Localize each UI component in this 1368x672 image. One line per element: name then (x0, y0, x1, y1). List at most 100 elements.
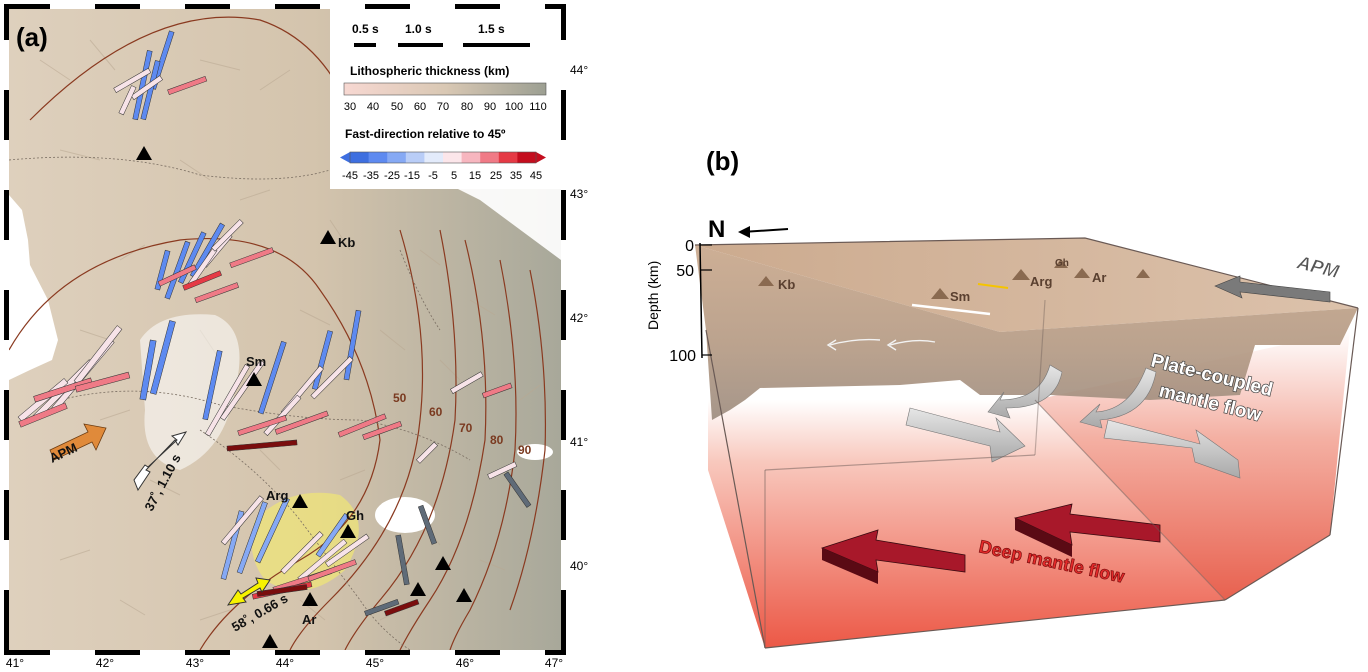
volcano-icon (136, 146, 152, 160)
svg-text:41°: 41° (6, 656, 24, 670)
panel-b-volcanoes (758, 259, 1150, 299)
b-apm-label: APM (1294, 252, 1342, 283)
depth-tick-0: 0 (685, 238, 694, 255)
contour-label-50: 50 (393, 391, 407, 405)
volcano-icon (435, 556, 451, 570)
fastdir-bar-segment (387, 152, 407, 163)
fastdir-bar-segment (368, 152, 388, 163)
svg-text:50: 50 (391, 101, 403, 113)
splitting-bars (17, 30, 532, 617)
litho-legend-title: Lithospheric thickness (km) (350, 64, 509, 78)
svg-text:40°: 40° (570, 559, 588, 573)
fastdir-bar-segment (517, 152, 537, 163)
volcano-icon (246, 372, 262, 386)
volcano-icon (262, 634, 278, 648)
volcano-icon (456, 588, 472, 602)
contour-label-60: 60 (429, 405, 443, 419)
svg-text:41°: 41° (570, 435, 588, 449)
svg-text:42°: 42° (96, 656, 114, 670)
svg-text:47°: 47° (545, 656, 563, 670)
north-arrow-icon (738, 226, 789, 238)
surface-white-line (911, 303, 991, 316)
volcano-icon (320, 230, 336, 244)
volcano-icon (931, 288, 949, 299)
svg-text:90: 90 (484, 101, 496, 113)
volcano-icon (292, 494, 308, 508)
scale-label-05: 0.5 s (352, 22, 379, 36)
svg-text:44°: 44° (276, 656, 294, 670)
block-edges (694, 237, 1359, 649)
svg-text:44°: 44° (570, 63, 588, 77)
volcano-label-ar: Ar (302, 612, 316, 627)
panel-b-label: (b) (706, 146, 739, 176)
svg-text:35: 35 (510, 170, 522, 182)
svg-text:5: 5 (451, 170, 457, 182)
svg-text:60: 60 (414, 101, 426, 113)
contour-label-80: 80 (490, 433, 504, 447)
fastdir-bar-segment (498, 152, 518, 163)
fastdir-bar-right-cap (536, 152, 546, 163)
svg-text:45°: 45° (366, 656, 384, 670)
surface-yellow-line (977, 283, 1009, 289)
volcano-icon (1054, 259, 1068, 268)
scale-bars: 0.5 s 1.0 s 1.5 s (352, 22, 530, 47)
volcano-icon (302, 592, 318, 606)
white-double-arrow (133, 431, 188, 492)
volcano-label-gh: Gh (346, 508, 364, 523)
svg-text:43°: 43° (570, 187, 588, 201)
depth-tick-100: 100 (669, 348, 696, 365)
volcano-icon (1074, 268, 1090, 278)
b-volcano-label-gh: Gh (1055, 258, 1069, 269)
panel-a-label: (a) (16, 22, 48, 52)
svg-text:43°: 43° (186, 656, 204, 670)
fastdir-bar-segment (350, 152, 370, 163)
volcano-label-kb: Kb (338, 235, 355, 250)
scale-label-10: 1.0 s (405, 22, 432, 36)
volcano-label-sm: Sm (246, 354, 266, 369)
litho-colorbar (343, 82, 547, 96)
svg-text:-45: -45 (342, 170, 358, 182)
b-volcano-label-kb: Kb (778, 277, 795, 292)
north-label: N (708, 216, 725, 243)
volcano-icon (410, 582, 426, 596)
panel-b: (b) N (645, 146, 1359, 649)
svg-text:40: 40 (367, 101, 379, 113)
volcano-icon (758, 276, 774, 286)
svg-text:-25: -25 (384, 170, 400, 182)
plate-coupled-arrows (905, 364, 1241, 479)
depth-ticks (700, 244, 712, 356)
svg-text:15: 15 (469, 170, 481, 182)
contour-label-90: 90 (518, 443, 532, 457)
contour-label-70: 70 (459, 421, 473, 435)
svg-text:-5: -5 (428, 170, 438, 182)
volcano-label-arg: Arg (266, 488, 288, 503)
depth-axis-line (699, 242, 703, 359)
b-volcano-label-arg: Arg (1030, 274, 1052, 289)
volcano-icon (340, 524, 356, 538)
litho-ticks: 30 40 50 60 70 80 90 100 110 (344, 101, 547, 113)
svg-text:80: 80 (461, 101, 473, 113)
svg-text:-15: -15 (404, 170, 420, 182)
fastdir-bar-segment (443, 152, 463, 163)
lithosphere-flow-arrows (826, 338, 936, 351)
svg-text:45: 45 (530, 170, 542, 182)
map-frame-ticks (4, 4, 566, 655)
volcano-icon (1136, 269, 1150, 278)
volcano-markers (136, 146, 472, 648)
black-sea (9, 195, 58, 380)
scale-label-15: 1.5 s (478, 22, 505, 36)
deep-mantle-arrows (820, 503, 1161, 584)
fastdir-colorbar (340, 151, 546, 164)
fastdir-bar-segment (424, 152, 444, 163)
litho-top-surface (695, 238, 1358, 332)
svg-text:-35: -35 (363, 170, 379, 182)
fastdir-bar-segment (461, 152, 481, 163)
fastdir-bar-segment (480, 152, 500, 163)
svg-text:46°: 46° (456, 656, 474, 670)
yellow-double-arrow (226, 577, 271, 606)
b-volcano-label-ar: Ar (1092, 270, 1106, 285)
svg-text:25: 25 (490, 170, 502, 182)
svg-text:110: 110 (529, 101, 547, 113)
b-apm-arrow (1214, 275, 1331, 303)
